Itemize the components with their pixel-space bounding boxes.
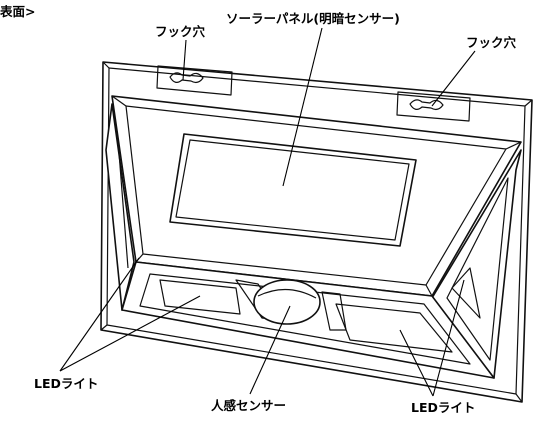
leader-led-right-b — [432, 279, 465, 397]
leader-motion-sensor — [249, 305, 291, 395]
solar-panel — [169, 133, 417, 247]
leader-hook-right — [431, 50, 476, 107]
hook-hole-left-slot — [156, 65, 233, 96]
hook-hole-right-slot — [396, 91, 471, 122]
solar-panel-label: ソーラーパネル(明暗センサー) — [226, 11, 400, 26]
leader-led-left-b — [59, 295, 201, 372]
led-light-right — [431, 149, 522, 379]
view-heading-label: 表面> — [0, 4, 35, 19]
hook-hole-right-label: フック穴 — [466, 35, 517, 50]
leader-led-right-a — [399, 329, 434, 397]
led-left-label: LEDライト — [34, 376, 98, 391]
motion-sensor-label: 人感センサー — [211, 398, 286, 413]
hook-hole-left-label: フック穴 — [155, 24, 206, 39]
led-right-label: LEDライト — [411, 400, 475, 415]
lower-front-section — [121, 261, 495, 379]
leader-solar-panel — [282, 27, 323, 187]
motion-sensor-dome — [253, 279, 321, 325]
leader-hook-left — [182, 39, 187, 81]
leader-lines — [59, 27, 476, 397]
leader-led-left-a — [59, 257, 140, 372]
